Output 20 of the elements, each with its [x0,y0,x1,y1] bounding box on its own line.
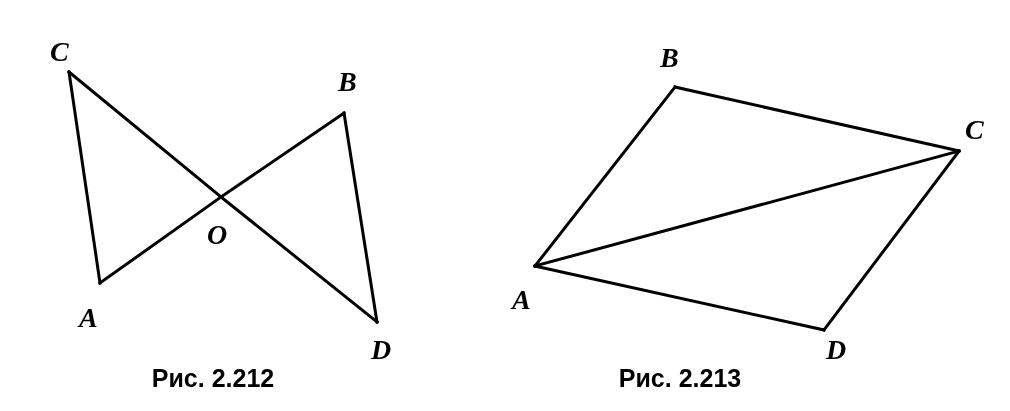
line-segment [98,195,223,285]
vertex-label: C [965,116,984,144]
vertex-label: D [371,336,392,364]
line-segment [822,149,961,332]
line-segment [342,111,379,324]
line-segment [219,111,346,199]
line-segment [67,70,223,199]
line-segment [673,85,961,153]
vertex-label: B [338,68,357,96]
vertex-label: D [826,336,847,364]
figure-caption: Рис. 2.213 [618,364,742,392]
vertex-label: O [207,221,228,249]
figure-caption: Рис. 2.212 [151,364,275,392]
line-segment [533,149,961,268]
line-segment [533,264,826,332]
vertex-label: C [50,38,69,66]
vertex-label: B [660,44,679,72]
vertex-label: A [79,304,98,332]
vertex-label: A [512,286,531,314]
line-segment [219,195,379,324]
